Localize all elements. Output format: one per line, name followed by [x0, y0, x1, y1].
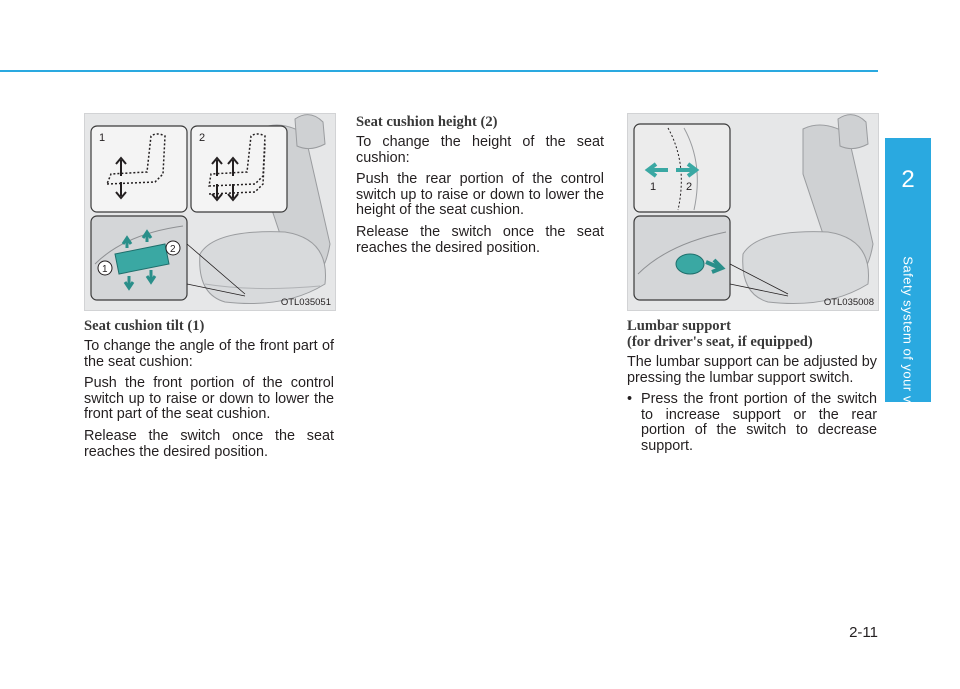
chapter-title: Safety system of your vehicle — [900, 256, 916, 440]
height-heading: Seat cushion height (2) — [356, 114, 498, 130]
lumbar-section: Lumbar support (for driver's seat, if eq… — [627, 318, 877, 455]
lumbar-illustration: 1 2 — [633, 114, 874, 304]
chapter-number: 2 — [901, 166, 915, 193]
lumbar-callout-1: 1 — [650, 181, 656, 193]
switch-callout-1: 1 — [102, 264, 108, 275]
seat-cushion-figure: 1 2 1 2 OTL035051 — [84, 113, 336, 311]
header-rule — [0, 70, 878, 72]
seat-cushion-illustration: 1 2 1 2 — [90, 114, 331, 304]
inset-callout-2: 2 — [199, 132, 205, 144]
tilt-paragraph: Push the front portion of the control sw… — [84, 375, 334, 423]
lumbar-callout-2: 2 — [686, 181, 692, 193]
lumbar-bullet: Press the front portion of the switch to… — [627, 391, 877, 454]
height-section: Seat cushion height (2) To change the he… — [356, 114, 604, 262]
height-paragraph: Push the rear portion of the control swi… — [356, 171, 604, 219]
height-paragraph: To change the height of the seat cushion… — [356, 134, 604, 166]
chapter-tab[interactable]: 2 Safety system of your vehicle — [885, 138, 931, 440]
height-paragraph: Release the switch once the seat reaches… — [356, 223, 604, 256]
lumbar-subheading: (for driver's seat, if equipped) — [627, 334, 813, 350]
lumbar-heading: Lumbar support — [627, 318, 731, 334]
figure-code: OTL035051 — [280, 297, 331, 308]
lumbar-figure: 1 2 OTL035008 — [627, 113, 879, 311]
inset-callout-1: 1 — [99, 132, 105, 144]
tilt-paragraph: Release the switch once the seat reaches… — [84, 427, 334, 460]
page-number: 2-11 — [849, 624, 878, 641]
tilt-section: Seat cushion tilt (1) To change the angl… — [84, 318, 334, 466]
tilt-heading: Seat cushion tilt (1) — [84, 318, 205, 334]
tilt-paragraph: To change the angle of the front part of… — [84, 338, 334, 370]
figure-code: OTL035008 — [823, 297, 874, 308]
lumbar-paragraph: The lumbar support can be adjusted by pr… — [627, 354, 877, 386]
switch-callout-2: 2 — [170, 244, 176, 255]
